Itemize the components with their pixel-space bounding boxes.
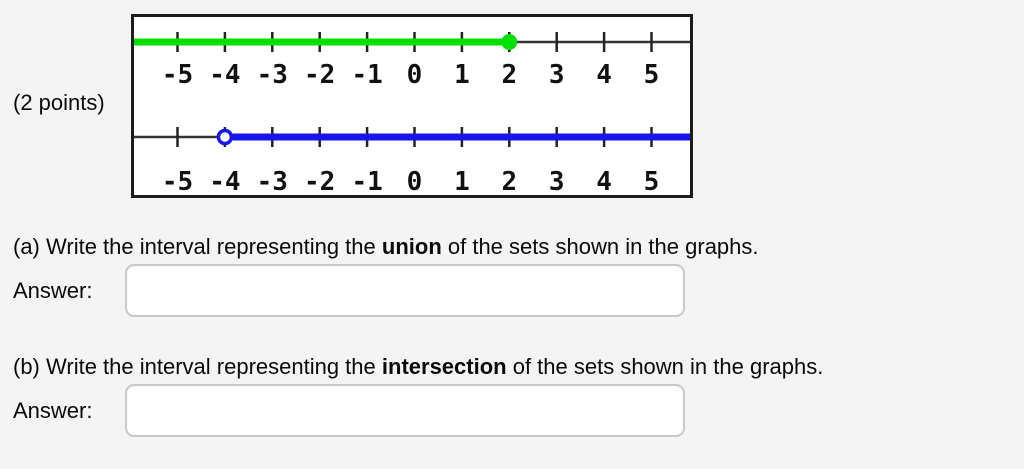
svg-text:-2: -2 [304,167,335,195]
svg-text:-1: -1 [351,60,382,90]
question-b-emphasis: intersection [381,354,507,379]
svg-text:1: 1 [454,60,470,90]
svg-text:-5: -5 [162,167,193,195]
svg-text:4: 4 [596,60,612,90]
bottom-number-line: -5 -4 -3 -2 -1 0 1 2 3 4 5 [134,127,690,195]
points-label: (2 points) [13,90,105,115]
question-b-suffix: of the sets shown in the graphs. [506,354,824,379]
question-a-emphasis: union [381,234,442,259]
question-b-text: (b) Write the interval representing the … [13,353,823,380]
svg-text:-3: -3 [257,60,288,90]
answer-a-label: Answer: [13,278,93,303]
svg-text:5: 5 [644,167,660,195]
answer-b-label: Answer: [13,398,93,423]
svg-text:0: 0 [407,167,423,195]
svg-text:5: 5 [644,60,660,90]
svg-text:0: 0 [407,60,423,90]
question-a-text: (a) Write the interval representing the … [13,233,759,260]
svg-text:3: 3 [549,60,565,90]
svg-text:-1: -1 [351,167,382,195]
open-endpoint-circle [216,128,234,146]
question-a-prefix: (a) Write the interval representing the [13,234,382,259]
svg-text:2: 2 [501,60,517,90]
answer-b-input[interactable] [125,384,685,437]
question-b-prefix: (b) Write the interval representing the [13,354,382,379]
number-line-panel: -5 -4 -3 -2 -1 0 1 2 3 4 5 -5 -4 -3 -2 -1 0 1 2 3 4 5 [131,14,693,198]
answer-a-input[interactable] [125,264,685,317]
svg-text:4: 4 [596,167,612,195]
svg-text:-2: -2 [304,60,335,90]
top-number-line: -5 -4 -3 -2 -1 0 1 2 3 4 5 [134,32,690,90]
question-a-suffix: of the sets shown in the graphs. [441,234,759,259]
svg-text:-5: -5 [162,60,193,90]
svg-text:2: 2 [501,167,517,195]
svg-text:-3: -3 [257,167,288,195]
svg-text:-4: -4 [209,167,240,195]
number-lines-graphic: -5 -4 -3 -2 -1 0 1 2 3 4 5 -5 -4 -3 -2 -1 0 1 2 3 4 5 [134,32,690,195]
svg-text:1: 1 [454,167,470,195]
closed-endpoint-dot [501,34,518,50]
svg-text:-4: -4 [209,60,240,90]
svg-text:3: 3 [549,167,565,195]
